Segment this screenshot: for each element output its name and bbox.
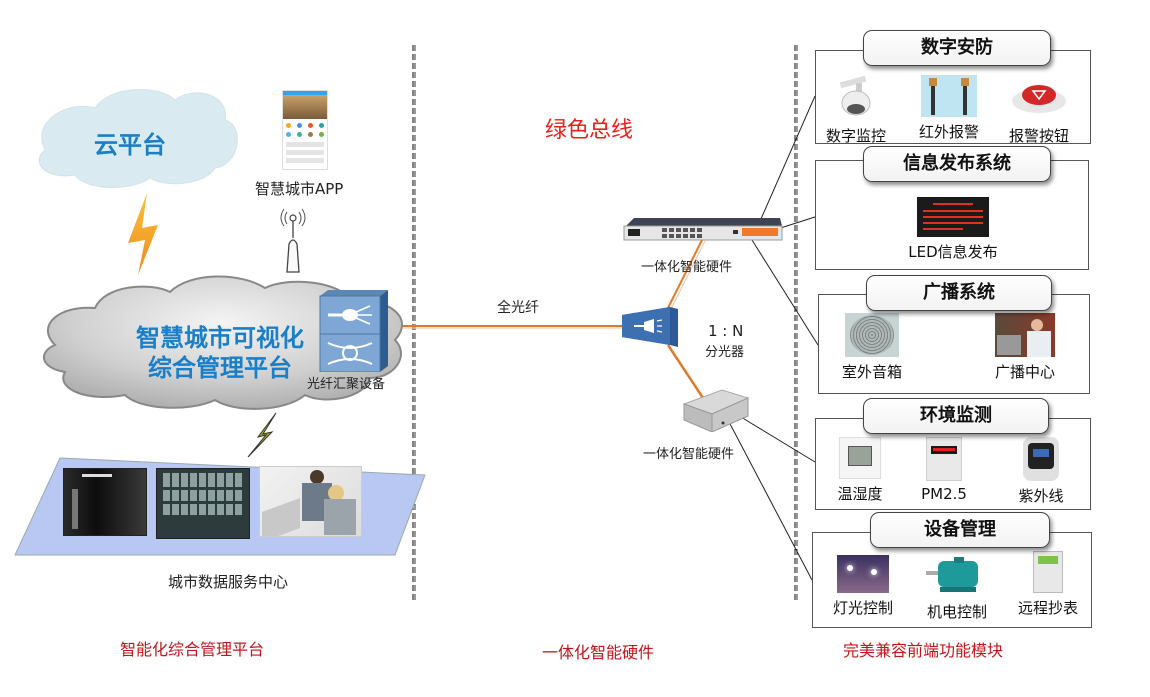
outdoor-speaker-icon: [845, 313, 899, 357]
antenna-icon: [280, 208, 306, 273]
all-fiber-label: 全光纤: [497, 300, 539, 316]
module-item: 紫外线: [1012, 437, 1070, 506]
broadcast-center-icon: [995, 313, 1055, 357]
hardware-top-label: 一体化智能硬件: [641, 260, 733, 275]
splitter-ratio-label: 1 : N: [708, 322, 744, 340]
module-title-digital-security: 数字安防: [863, 30, 1051, 66]
temp-humidity-sensor-icon: [839, 437, 881, 479]
splitter-label: 分光器: [705, 345, 745, 360]
item-digital-monitor-label: 数字监控: [826, 127, 887, 145]
rack-hardware-icon: [622, 216, 784, 246]
small-lightning-icon: [247, 412, 277, 458]
item-uv-label: 紫外线: [1018, 487, 1064, 505]
main-platform-cloud-shape: [43, 275, 403, 410]
smart-city-app-screenshot: [282, 90, 328, 170]
pm25-sensor-icon: [926, 437, 962, 481]
cloud-platform-label: 云平台: [94, 131, 166, 159]
item-motor-control-label: 机电控制: [926, 603, 987, 621]
module-item: 广播中心: [987, 313, 1063, 382]
item-temp-humidity-label: 温湿度: [837, 485, 883, 503]
link-security: [756, 95, 816, 229]
meter-reading-icon: [1033, 551, 1063, 593]
led-display-icon: [917, 197, 989, 237]
module-title-equipment: 设备管理: [870, 512, 1050, 548]
item-remote-meter-label: 远程抄表: [1017, 599, 1078, 617]
footer-middle-caption: 一体化智能硬件: [542, 643, 655, 662]
module-title-environment: 环境监测: [863, 398, 1049, 434]
alarm-button-icon: [1012, 85, 1066, 113]
main-platform-line1: 智慧城市可视化: [136, 324, 304, 352]
uv-sensor-icon: [1023, 437, 1059, 481]
module-equipment: 灯光控制 机电控制 远程抄表: [812, 532, 1092, 628]
item-outdoor-speaker-label: 室外音箱: [841, 363, 902, 381]
operators-photo: [259, 466, 362, 537]
main-platform-label: 智慧城市可视化 综合管理平台: [120, 323, 320, 383]
fiber-down-line: [666, 344, 705, 399]
module-item: 远程抄表: [1013, 551, 1083, 618]
item-led-publishing-label: LED信息发布: [908, 243, 998, 261]
module-item: 报警按钮: [1006, 75, 1072, 146]
green-bus-title: 绿色总线: [545, 118, 634, 143]
item-alarm-button-label: 报警按钮: [1008, 127, 1069, 145]
module-item: PM2.5: [916, 437, 972, 503]
link-equipment: [727, 419, 813, 581]
module-item: 室外音箱: [837, 313, 907, 382]
fiber-aggregation-device-icon: [318, 290, 388, 373]
video-wall-photo: [156, 468, 250, 539]
item-lighting-control-label: 灯光控制: [832, 599, 893, 617]
main-platform-line2: 综合管理平台: [148, 354, 292, 382]
optical-splitter-icon: [622, 307, 678, 347]
footer-right-caption: 完美兼容前端功能模块: [843, 641, 1004, 660]
module-item: 机电控制: [921, 555, 993, 622]
lightning-icon: [128, 193, 158, 275]
hardware-bottom-label: 一体化智能硬件: [643, 447, 735, 462]
module-item: 红外报警: [916, 75, 982, 142]
module-title-info-publishing: 信息发布系统: [863, 146, 1051, 182]
module-item: LED信息发布: [896, 197, 1010, 262]
infrared-alarm-icon: [921, 75, 977, 117]
module-title-broadcast: 广播系统: [866, 275, 1052, 311]
dome-camera-icon: [839, 75, 871, 116]
link-environment: [735, 413, 816, 463]
box-hardware-icon: [682, 372, 750, 433]
module-item: 灯光控制: [831, 555, 895, 618]
item-pm25-label: PM2.5: [921, 485, 967, 503]
fiber-up-line: [666, 239, 703, 311]
lighting-control-icon: [837, 555, 889, 593]
data-center-label: 城市数据服务中心: [168, 573, 289, 591]
motor-icon: [926, 557, 978, 592]
server-room-photo: [63, 468, 147, 536]
footer-left-caption: 智能化综合管理平台: [120, 640, 265, 659]
item-infrared-alarm-label: 红外报警: [918, 123, 979, 141]
fiber-aggregation-device-label: 光纤汇聚设备: [307, 377, 386, 392]
cloud-platform-shape: [38, 89, 238, 188]
item-broadcast-center-label: 广播中心: [994, 363, 1055, 381]
module-item: 数字监控: [826, 75, 886, 146]
smart-city-app-label: 智慧城市APP: [255, 180, 344, 198]
module-item: 温湿度: [832, 437, 888, 504]
link-broadcast: [751, 239, 819, 346]
